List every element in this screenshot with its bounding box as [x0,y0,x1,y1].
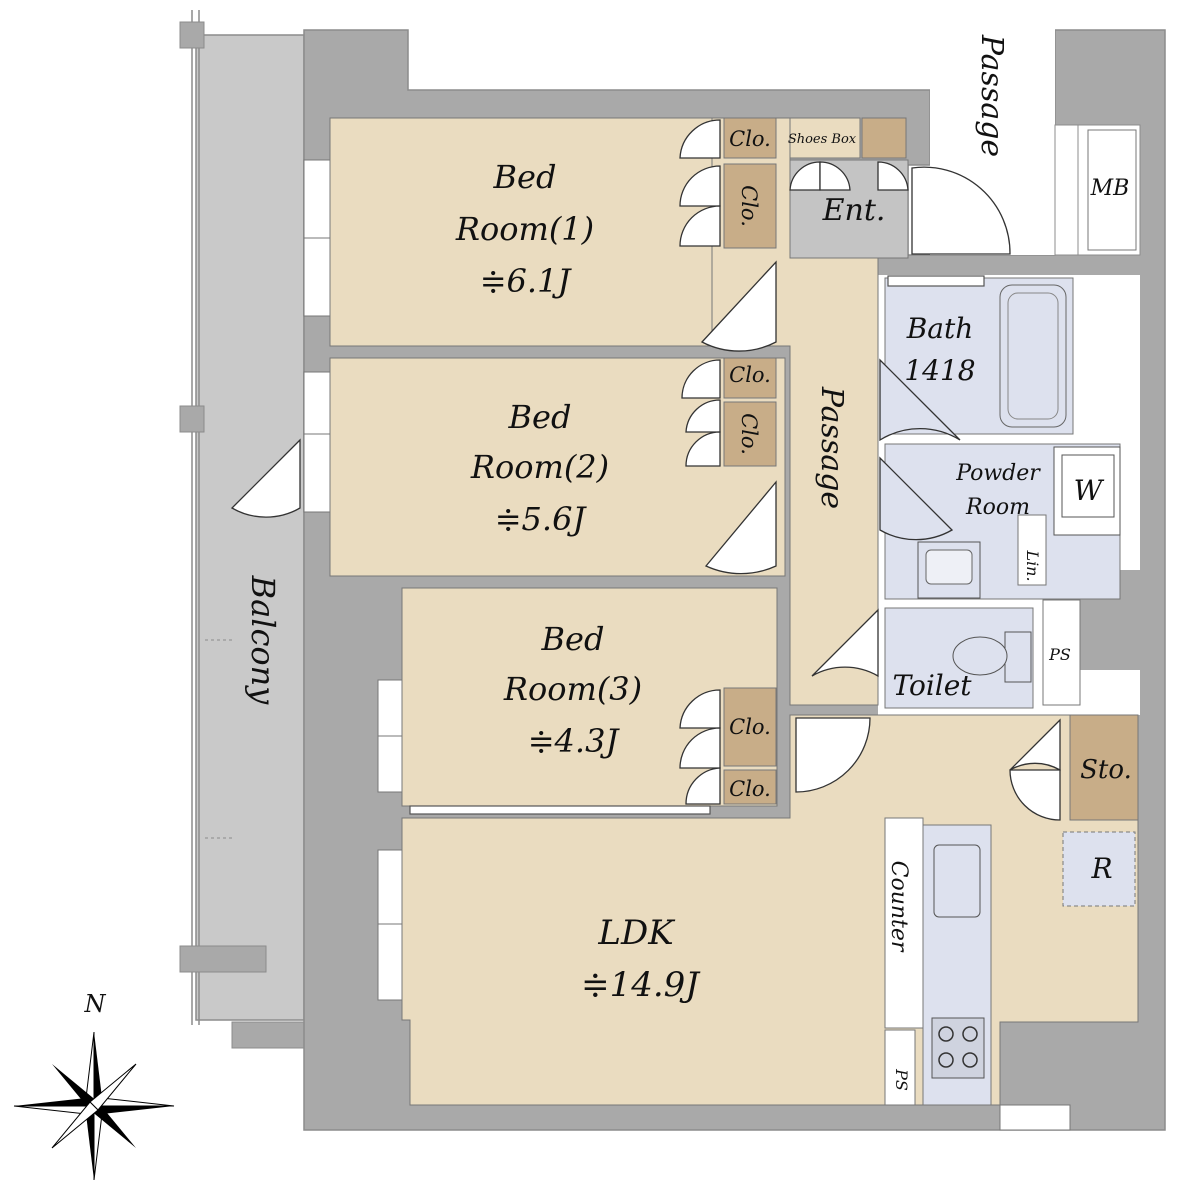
sliding-doors [409,275,985,815]
refrigerator-space [1062,831,1136,907]
balcony-name: Balcony [244,575,282,706]
windows [303,129,1137,1131]
cooktop-burners [938,1026,978,1068]
shoes-box-label: Shoes Box [788,132,857,147]
closets [723,117,777,805]
closet-label: Clo. [737,413,761,455]
toilet-name: Toilet [892,669,972,702]
shoes-box [789,117,861,159]
powder-room-name-line2: Room [965,495,1030,520]
closet-label: Clo. [729,363,771,387]
kitchen-sink [933,844,981,918]
compass-rose [13,1031,175,1181]
bedroom-2-name: Bed [508,398,572,436]
linen-cupboard [1017,514,1047,586]
inner-passage-name: Passage [814,386,849,509]
ldk-size: ≑14.9J [581,965,701,1005]
door-swings [230,119,1061,821]
entrance-name: Ent. [822,193,886,228]
shoes-box-cabinet [861,117,907,159]
balcony [179,10,305,1049]
pipe-space-label: PS [892,1068,911,1091]
linen-label: Lin. [1023,549,1042,581]
meter-box-label: MB [1090,176,1130,201]
pipe-space-wet [1042,599,1081,706]
counter [884,817,924,1029]
bedroom-1-name: Bed [493,158,557,196]
closet-label: Clo. [737,185,761,227]
bedroom-3-name: Bed [541,620,605,658]
closet-label: Clo. [729,715,771,739]
bath-name: Bath [906,312,974,345]
toilet-tank [1004,631,1032,683]
powder-room-name: Powder [955,461,1041,486]
pipe-space-kitchen [884,1029,916,1106]
bedroom-1-size: ≑6.1J [480,262,573,300]
bathtub [999,284,1067,428]
compass-north-label: N [84,990,107,1018]
cooktop [931,1017,985,1079]
bedroom-3-name-line2: Room(3) [503,670,642,708]
bedroom-2-size: ≑5.6J [495,500,588,538]
bedroom-2-name-line2: Room(2) [470,448,609,486]
ldk-name: LDK [597,913,676,953]
storage-cabinet [1069,714,1139,821]
bedroom-1-name-line2: Room(1) [455,210,594,248]
refrigerator-label: R [1090,852,1112,885]
bathtub-inner [1007,292,1059,420]
outer-passage-name: Passage [974,34,1009,157]
bath-size-code: 1418 [904,354,975,387]
closet-label: Clo. [729,777,771,801]
pipe-space-label: PS [1048,645,1071,664]
storage-label: Sto. [1080,755,1132,785]
washer-pan [1053,446,1121,536]
washer-label: W [1074,474,1105,507]
counter-label: Counter [886,861,911,953]
bedroom-3-size: ≑4.3J [528,722,621,760]
toilet-bowl [952,636,1008,676]
wash-basin-bowl [925,549,973,585]
closet-label: Clo. [729,127,771,151]
washer-pan-inner [1061,454,1115,518]
